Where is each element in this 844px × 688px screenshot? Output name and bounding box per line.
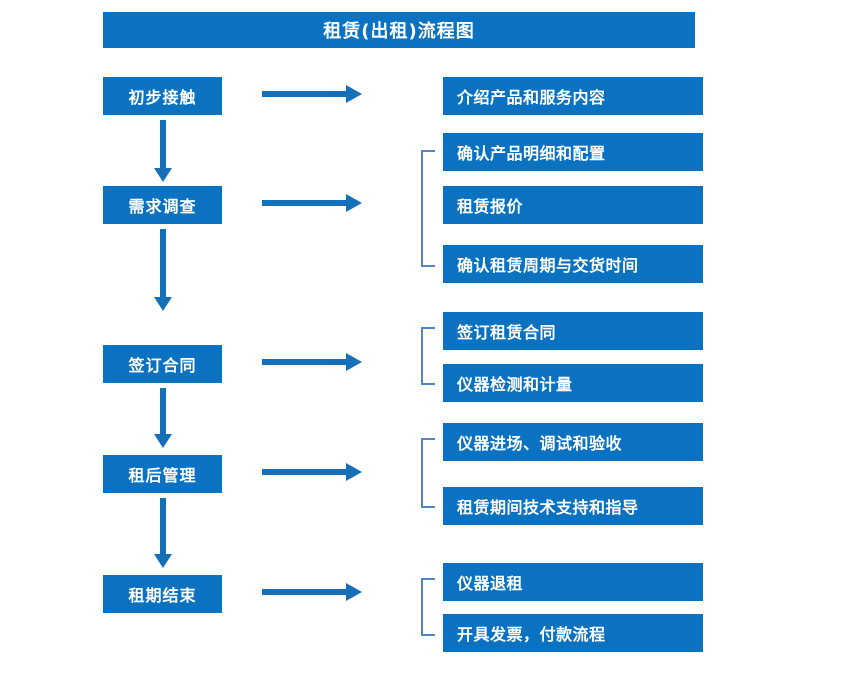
group-bracket-3	[421, 327, 435, 385]
arrow-head	[346, 194, 362, 212]
right-arrow-icon-3	[262, 353, 362, 371]
arrow-shaft	[262, 469, 348, 475]
right-arrow-icon-4	[262, 463, 362, 481]
diagram-title: 租赁(出租)流程图	[103, 12, 695, 48]
detail-box-5-1[interactable]: 仪器退租	[443, 563, 703, 601]
arrow-head	[346, 583, 362, 601]
arrow-shaft	[262, 359, 348, 365]
right-arrow-icon-2	[262, 194, 362, 212]
detail-box-2-2[interactable]: 租赁报价	[443, 186, 703, 224]
detail-box-1-1[interactable]: 介绍产品和服务内容	[443, 77, 703, 115]
stage-box-4[interactable]: 租后管理	[103, 455, 222, 493]
stage-box-3[interactable]: 签订合同	[103, 345, 222, 383]
arrow-shaft	[160, 498, 166, 554]
arrow-head	[154, 297, 172, 311]
arrow-head	[154, 168, 172, 182]
arrow-shaft	[262, 200, 348, 206]
group-bracket-4	[421, 438, 435, 508]
detail-box-3-1[interactable]: 签订租赁合同	[443, 312, 703, 350]
arrow-head	[346, 85, 362, 103]
arrow-head	[154, 554, 172, 568]
down-arrow-icon-2	[154, 229, 172, 311]
detail-box-2-3[interactable]: 确认租赁周期与交货时间	[443, 245, 703, 283]
stage-box-1[interactable]: 初步接触	[103, 77, 222, 115]
down-arrow-icon-1	[154, 120, 172, 182]
arrow-shaft	[160, 120, 166, 168]
group-bracket-5	[421, 578, 435, 636]
stage-box-5[interactable]: 租期结束	[103, 575, 222, 613]
arrow-head	[154, 434, 172, 448]
arrow-shaft	[160, 229, 166, 297]
detail-box-4-2[interactable]: 租赁期间技术支持和指导	[443, 487, 703, 525]
right-arrow-icon-5	[262, 583, 362, 601]
down-arrow-icon-4	[154, 498, 172, 568]
detail-box-2-1[interactable]: 确认产品明细和配置	[443, 133, 703, 171]
arrow-shaft	[262, 589, 348, 595]
stage-box-2[interactable]: 需求调查	[103, 186, 222, 224]
detail-box-3-2[interactable]: 仪器检测和计量	[443, 364, 703, 402]
group-bracket-2	[421, 150, 435, 267]
arrow-head	[346, 353, 362, 371]
arrow-shaft	[160, 388, 166, 434]
arrow-shaft	[262, 91, 348, 97]
right-arrow-icon-1	[262, 85, 362, 103]
detail-box-4-1[interactable]: 仪器进场、调试和验收	[443, 423, 703, 461]
arrow-head	[346, 463, 362, 481]
detail-box-5-2[interactable]: 开具发票，付款流程	[443, 614, 703, 652]
down-arrow-icon-3	[154, 388, 172, 448]
